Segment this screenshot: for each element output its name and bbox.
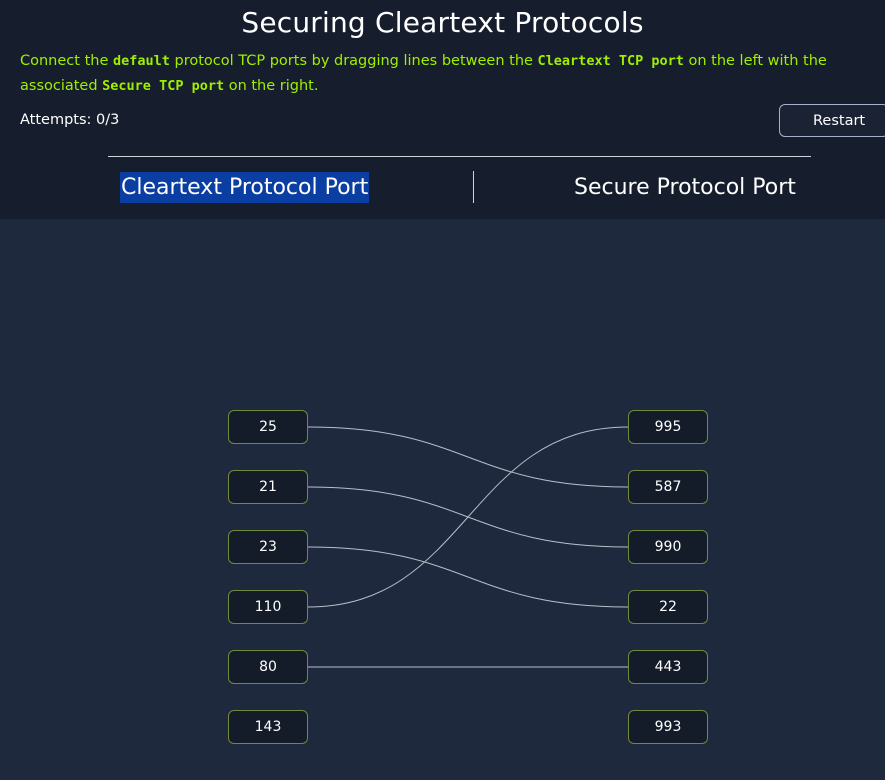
instructions-keyword-secure: Secure TCP port: [102, 78, 225, 94]
secure-column-heading: Secure Protocol Port: [574, 175, 796, 200]
cleartext-port-80[interactable]: 80: [228, 650, 308, 684]
cleartext-port-25[interactable]: 25: [228, 410, 308, 444]
secure-port-587[interactable]: 587: [628, 470, 708, 504]
instructions-text: protocol TCP ports by dragging lines bet…: [169, 53, 538, 69]
secure-port-990[interactable]: 990: [628, 530, 708, 564]
cleartext-port-110[interactable]: 110: [228, 590, 308, 624]
header-panel: Securing Cleartext Protocols Connect the…: [0, 0, 885, 219]
instructions-text: Connect the: [20, 53, 113, 69]
header-divider: [108, 156, 811, 157]
restart-button[interactable]: Restart: [779, 104, 885, 137]
cleartext-port-21[interactable]: 21: [228, 470, 308, 504]
secure-port-22[interactable]: 22: [628, 590, 708, 624]
cleartext-port-143[interactable]: 143: [228, 710, 308, 744]
cleartext-column-heading: Cleartext Protocol Port: [120, 172, 370, 203]
connection-110-995[interactable]: [307, 426, 629, 608]
instructions-keyword-default: default: [112, 53, 170, 69]
instructions: Connect the default protocol TCP ports b…: [20, 49, 870, 99]
column-separator: [473, 171, 474, 203]
instructions-keyword-cleartext: Cleartext TCP port: [537, 53, 684, 69]
secure-port-995[interactable]: 995: [628, 410, 708, 444]
page-title: Securing Cleartext Protocols: [241, 6, 644, 39]
cleartext-port-23[interactable]: 23: [228, 530, 308, 564]
secure-port-443[interactable]: 443: [628, 650, 708, 684]
instructions-text: on the right.: [224, 78, 319, 94]
secure-port-993[interactable]: 993: [628, 710, 708, 744]
connection-25-587[interactable]: [307, 426, 629, 488]
instructions-text: on the left with the associated: [20, 53, 827, 94]
connection-23-22[interactable]: [307, 546, 629, 608]
attempts-counter: Attempts: 0/3: [20, 112, 120, 128]
